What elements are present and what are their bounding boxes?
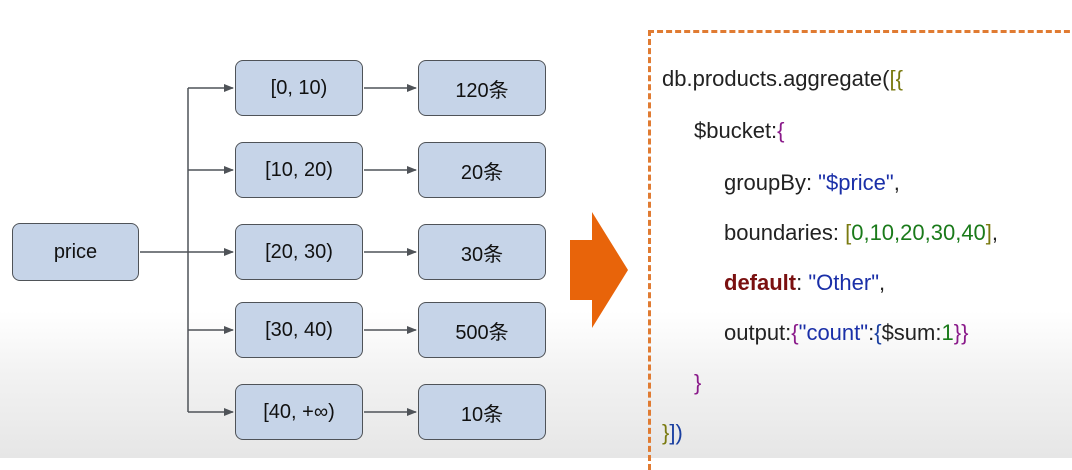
price-node-label: price (53, 240, 98, 263)
code-token: : (796, 270, 809, 295)
count-node-label: 20条 (460, 161, 504, 184)
code-token: "Other" (808, 270, 879, 295)
count-node-2: 30条 (418, 224, 546, 280)
code-token: } (694, 370, 702, 395)
code-line-1: db.products.aggregate([{ (662, 54, 903, 104)
range-node-1: [10, 20) (235, 142, 363, 198)
count-node-1: 20条 (418, 142, 546, 198)
code-token: 0,10,20,30,40 (851, 220, 986, 245)
code-line-6: output:{"count":{$sum:1}} (724, 308, 968, 358)
count-node-4: 10条 (418, 384, 546, 440)
code-token: }} (953, 320, 969, 345)
range-node-3: [30, 40) (235, 302, 363, 358)
range-node-label: [40, +∞) (263, 400, 335, 423)
range-node-label: [0, 10) (270, 76, 328, 99)
count-node-label: 120条 (455, 79, 509, 102)
transform-arrow-icon (570, 212, 628, 328)
code-token: { (874, 320, 882, 345)
code-line-8: }]) (662, 408, 683, 458)
code-token: output: (724, 320, 792, 345)
range-node-4: [40, +∞) (235, 384, 363, 440)
code-token: , (991, 220, 999, 245)
code-token: , (893, 170, 900, 195)
count-node-0: 120条 (418, 60, 546, 116)
code-token: "count" (798, 320, 869, 345)
code-token: default (724, 270, 797, 295)
count-node-label: 10条 (460, 403, 504, 426)
count-node-label: 30条 (460, 243, 504, 266)
price-node: price (12, 223, 139, 281)
code-token: 1 (941, 320, 954, 345)
range-node-label: [20, 30) (265, 240, 333, 263)
code-line-4: boundaries: [0,10,20,30,40], (724, 208, 998, 258)
code-token: groupBy: (724, 170, 819, 195)
bucket-diagram: price [0, 10) [10, 20) [20, 30) [30, 40)… (12, 60, 628, 440)
code-token: [ (845, 220, 852, 245)
range-node-label: [10, 20) (265, 158, 333, 181)
range-node-0: [0, 10) (235, 60, 363, 116)
code-token: ]) (669, 420, 683, 445)
range-node-label: [30, 40) (265, 318, 333, 341)
count-node-label: 500条 (455, 321, 509, 344)
count-node-3: 500条 (418, 302, 546, 358)
code-token: : (868, 320, 875, 345)
code-line-7: } (694, 358, 701, 408)
code-line-2: $bucket:{ (694, 106, 785, 156)
code-token: } (662, 420, 670, 445)
code-token: $bucket: (694, 118, 778, 143)
code-token: [{ (889, 66, 903, 91)
code-panel-border (648, 30, 1072, 470)
code-token: { (791, 320, 799, 345)
code-token: boundaries: (724, 220, 846, 245)
code-token: { (777, 118, 785, 143)
code-line-3: groupBy: "$price", (724, 158, 900, 208)
code-token: $sum: (881, 320, 942, 345)
range-node-2: [20, 30) (235, 224, 363, 280)
code-token: "$price" (818, 170, 894, 195)
code-line-5: default: "Other", (724, 258, 885, 308)
code-token: db.products.aggregate( (662, 66, 890, 91)
connector-lines (140, 84, 628, 416)
code-token: , (879, 270, 886, 295)
code-token: ] (985, 220, 992, 245)
